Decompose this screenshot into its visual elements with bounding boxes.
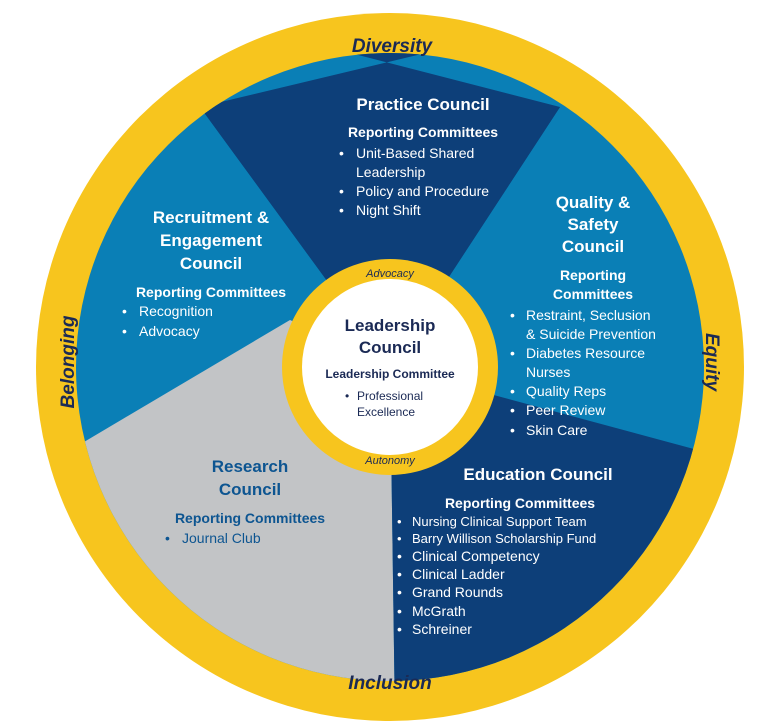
center-disc xyxy=(302,279,478,455)
recruitment-title-line3: Council xyxy=(180,254,242,273)
quality-item-5: Skin Care xyxy=(526,422,588,438)
ring-word-diversity: Diversity xyxy=(352,36,434,57)
research-title-line2: Council xyxy=(219,480,281,499)
quality-bullet-4: • xyxy=(510,402,515,418)
education-bullet-6: • xyxy=(397,603,402,619)
leadership-subtitle: Leadership Committee xyxy=(325,367,455,381)
research-bullet-1: • xyxy=(165,530,170,546)
inner-word-advocacy: Advocacy xyxy=(365,268,415,280)
education-bullet-1: • xyxy=(397,514,402,529)
education-subtitle: Reporting Committees xyxy=(445,495,595,511)
quality-subtitle-line2: Committees xyxy=(553,286,633,302)
quality-item-1: Restraint, Seclusion xyxy=(526,307,651,323)
education-bullet-5: • xyxy=(397,584,402,600)
education-bullet-7: • xyxy=(397,621,402,637)
leadership-item-line1: Professional xyxy=(357,389,423,403)
practice-bullet-1: • xyxy=(339,145,344,161)
ring-word-inclusion: Inclusion xyxy=(348,673,431,694)
practice-item-3: Night Shift xyxy=(356,202,421,218)
education-item-6: McGrath xyxy=(412,603,466,619)
recruitment-title-line1: Recruitment & xyxy=(153,208,269,227)
quality-bullet-1: • xyxy=(510,307,515,323)
education-bullet-2: • xyxy=(397,531,402,546)
practice-item-1: Unit-Based Shared xyxy=(356,145,474,161)
recruitment-title-line2: Engagement xyxy=(160,231,262,250)
quality-item-2: Diabetes Resource xyxy=(526,345,645,361)
practice-item-1b: Leadership xyxy=(356,164,425,180)
quality-title-line3: Council xyxy=(562,237,624,256)
education-item-4: Clinical Ladder xyxy=(412,566,505,582)
education-item-7: Schreiner xyxy=(412,621,472,637)
quality-item-3: Quality Reps xyxy=(526,383,606,399)
quality-item-4: Peer Review xyxy=(526,402,606,418)
quality-item-2b: Nurses xyxy=(526,364,570,380)
recruitment-bullet-2: • xyxy=(122,323,127,339)
education-title: Education Council xyxy=(463,465,612,484)
practice-council: Practice Council Reporting Committees • … xyxy=(339,95,498,218)
leadership-bullet: • xyxy=(345,389,349,403)
education-bullet-4: • xyxy=(397,566,402,582)
quality-bullet-5: • xyxy=(510,422,515,438)
quality-item-1b: & Suicide Prevention xyxy=(526,326,656,342)
ring-word-equity: Equity xyxy=(701,333,722,392)
quality-subtitle-line1: Reporting xyxy=(560,267,626,283)
quality-title-line2: Safety xyxy=(567,215,619,234)
practice-bullet-2: • xyxy=(339,183,344,199)
practice-item-2: Policy and Procedure xyxy=(356,183,489,199)
practice-subtitle: Reporting Committees xyxy=(348,124,498,140)
practice-bullet-3: • xyxy=(339,202,344,218)
education-item-2: Barry Willison Scholarship Fund xyxy=(412,531,596,546)
quality-council: Quality & Safety Council Reporting Commi… xyxy=(510,193,656,438)
practice-title: Practice Council xyxy=(356,95,489,114)
leadership-title-line2: Council xyxy=(359,338,421,357)
quality-bullet-2: • xyxy=(510,345,515,361)
quality-bullet-3: • xyxy=(510,383,515,399)
education-item-3: Clinical Competency xyxy=(412,548,540,564)
education-item-1: Nursing Clinical Support Team xyxy=(412,514,587,529)
recruitment-subtitle: Reporting Committees xyxy=(136,284,286,300)
recruitment-bullet-1: • xyxy=(122,303,127,319)
recruitment-item-1: Recognition xyxy=(139,303,213,319)
recruitment-item-2: Advocacy xyxy=(139,323,200,339)
research-item-1: Journal Club xyxy=(182,530,261,546)
education-council: Education Council Reporting Committees •… xyxy=(397,465,613,637)
leadership-item-line2: Excellence xyxy=(357,405,415,419)
recruitment-council: Recruitment & Engagement Council Reporti… xyxy=(122,208,286,339)
leadership-title-line1: Leadership xyxy=(345,316,436,335)
education-bullet-3: • xyxy=(397,548,402,564)
quality-title-line1: Quality & xyxy=(556,193,631,212)
ring-word-belonging: Belonging xyxy=(58,315,79,408)
sector-practice-extend xyxy=(200,53,560,367)
inner-word-autonomy: Autonomy xyxy=(364,455,416,467)
research-title-line1: Research xyxy=(212,457,289,476)
education-item-5: Grand Rounds xyxy=(412,584,503,600)
research-subtitle: Reporting Committees xyxy=(175,510,325,526)
research-council: Research Council Reporting Committees • … xyxy=(165,457,325,546)
